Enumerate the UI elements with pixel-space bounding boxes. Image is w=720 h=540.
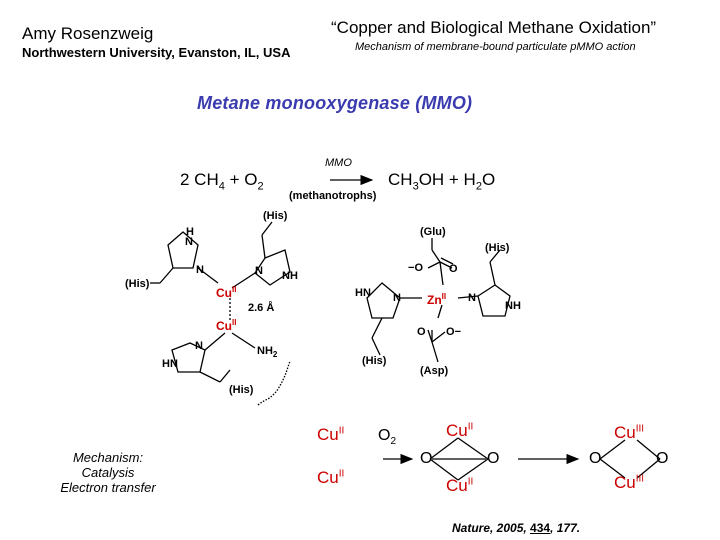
cu-bottom: CuII [216, 318, 237, 333]
nh-label-1: NH [282, 270, 298, 282]
zn-center: ZnII [427, 292, 447, 307]
imidazole-bottom [171, 342, 206, 373]
glu-label: (Glu) [420, 226, 446, 238]
n-label-1: N [185, 236, 193, 248]
cu-ii-top: CuII [317, 425, 345, 444]
citation: Nature, 2005, 434, 177. [452, 521, 581, 535]
cu-iii-top: CuIII [614, 423, 645, 442]
his-label-bottom: (His) [229, 384, 254, 396]
oxo-o-right: O [656, 450, 669, 467]
asp-o: O [417, 326, 426, 338]
mechanism-caption: Mechanism: Catalysis Electron transfer [60, 450, 156, 495]
arrow-label-mmo: MMO [325, 157, 352, 169]
n-zinc-left: N [393, 292, 401, 304]
n-label-4: N [195, 340, 203, 352]
nh2-label: NH2 [257, 345, 278, 360]
oxo-o-left: O [589, 450, 602, 467]
main-title: Metane monooxygenase (MMO) [197, 93, 473, 113]
cu-distance: 2.6 Å [248, 302, 275, 314]
imidazole-zinc-left [366, 282, 401, 319]
arrow-label-methanotrophs: (methanotrophs) [289, 190, 377, 202]
glu-o-minus: −O [408, 262, 423, 274]
nh-zinc-right: NH [505, 300, 521, 312]
cu-iii-bottom: CuIII [614, 473, 645, 492]
imidazole-zinc-right [477, 284, 511, 317]
n-label-3: N [255, 265, 263, 277]
h-label: H [186, 226, 194, 238]
his-label-top: (His) [263, 210, 288, 222]
imidazole-left [167, 231, 199, 269]
peroxo-o-right: O [487, 450, 500, 467]
equation-products: CH3OH + H2O [388, 170, 496, 193]
talk-title: “Copper and Biological Methane Oxidation… [331, 18, 657, 37]
cu-ii-bottom: CuII [317, 468, 345, 487]
glu-o: O [449, 263, 458, 275]
imidazole-top [254, 249, 291, 286]
hn-label: HN [162, 358, 178, 370]
talk-subtitle: Mechanism of membrane-bound particulate … [355, 41, 636, 53]
affiliation: Northwestern University, Evanston, IL, U… [22, 45, 291, 60]
his-label-left: (His) [125, 278, 150, 290]
author-name: Amy Rosenzweig [22, 24, 154, 43]
peroxo-o-left: O [420, 450, 433, 467]
n-zinc-right: N [468, 292, 476, 304]
cu-ii-peroxo-bottom: CuII [446, 476, 474, 495]
o2-reagent: O2 [378, 427, 397, 448]
asp-o-minus: O− [446, 326, 461, 338]
his-label-right: (His) [485, 242, 510, 254]
equation-reactants: 2 CH4 + O2 [180, 170, 264, 193]
asp-label: (Asp) [420, 365, 449, 377]
hn-label-zinc: HN [355, 287, 371, 299]
n-label-2: N [196, 264, 204, 276]
cu-ii-peroxo-top: CuII [446, 421, 474, 440]
cu-top: CuII [216, 285, 237, 300]
his-label-zinc-bottom: (His) [362, 355, 387, 367]
